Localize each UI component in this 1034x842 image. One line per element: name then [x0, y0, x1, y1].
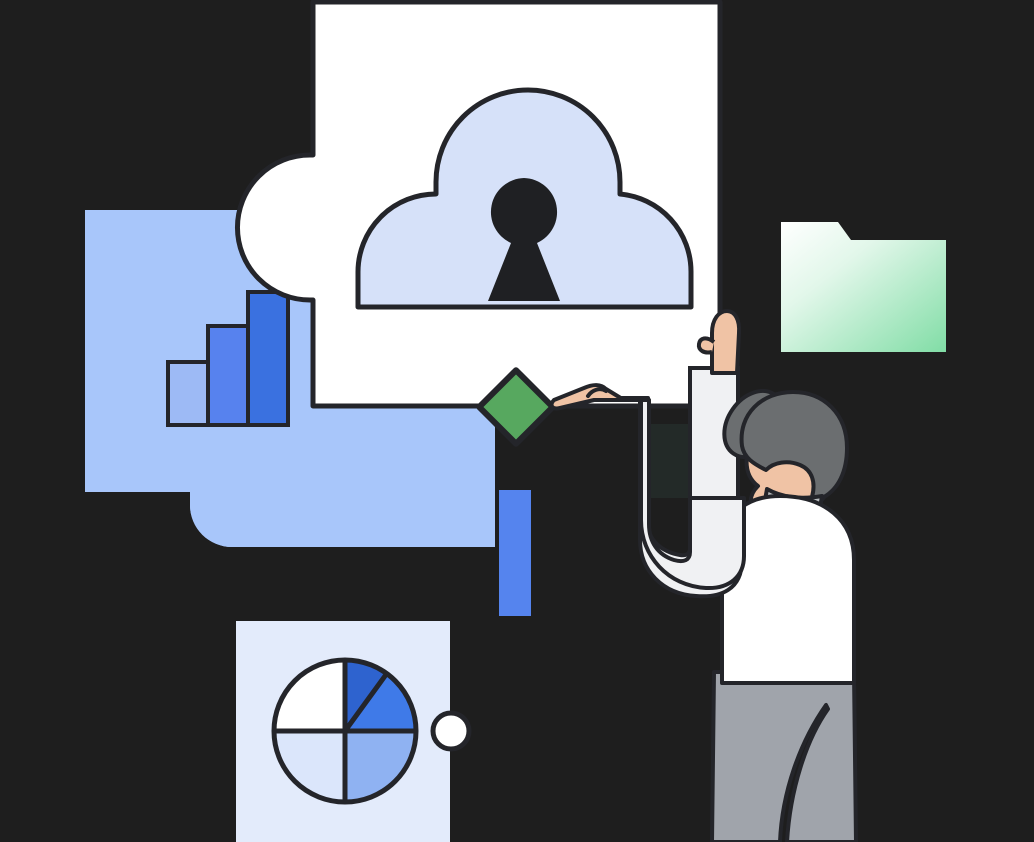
keyhole-icon: [488, 178, 560, 301]
extended-sleeve: [590, 398, 746, 591]
blue-vertical-bar: [499, 490, 531, 616]
cloud-with-keyhole-icon: [355, 87, 694, 310]
bar-2: [206, 324, 250, 427]
pie-outline: [271, 657, 419, 805]
pie-slice-d: [345, 731, 416, 802]
extended-finger-crease: [586, 387, 608, 398]
bar-chart: [166, 290, 290, 427]
person-figure: [549, 309, 858, 842]
raised-hand: [710, 309, 742, 375]
pie-slice-a: [274, 660, 345, 731]
cloud-security-panel[interactable]: [235, 0, 723, 409]
hair: [739, 390, 849, 499]
pie-chart: [274, 660, 416, 802]
pie-slice-c: [345, 673, 416, 731]
white-dot: [430, 710, 472, 752]
green-diamond: [476, 367, 556, 447]
folder-icon: [781, 222, 946, 352]
pie-slice-e: [274, 731, 345, 802]
raised-thumb: [696, 336, 716, 355]
bar-3: [246, 290, 290, 427]
bar-1: [166, 360, 210, 427]
trousers: [710, 670, 858, 842]
pie-chart-panel[interactable]: [236, 621, 450, 842]
